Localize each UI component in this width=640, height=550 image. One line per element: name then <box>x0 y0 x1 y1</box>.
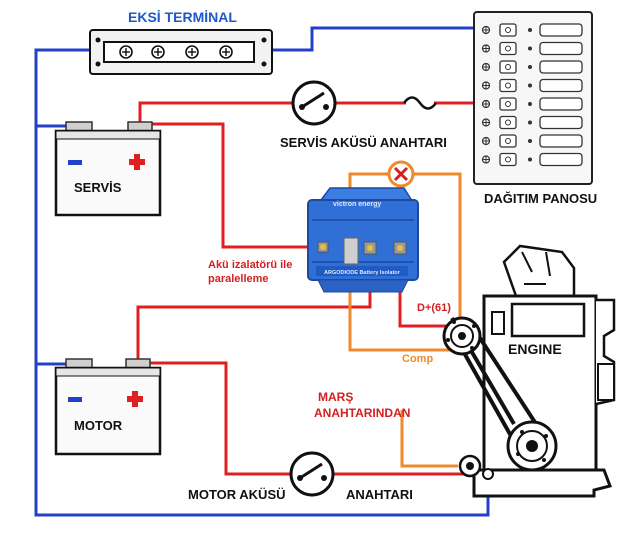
motor-switch-label: MOTOR AKÜSÜ <box>188 487 286 502</box>
breaker-row <box>481 115 583 130</box>
breaker-row <box>481 60 583 74</box>
fuse-icon <box>402 96 438 110</box>
comp-label: Comp <box>402 353 434 365</box>
engine-label: ENGINE <box>508 341 562 357</box>
label-slot <box>539 97 583 111</box>
indicator-led-icon <box>528 65 532 69</box>
service-battery-label: SERVİS <box>74 180 122 195</box>
service-battery <box>54 121 162 217</box>
label-slot <box>539 41 583 56</box>
isolator-note-line1: Akü izalatörü ile <box>208 259 293 271</box>
isolator-terminal-icon <box>317 237 407 265</box>
distribution-panel <box>473 11 593 185</box>
engine <box>442 244 616 498</box>
indicator-led-icon <box>528 120 532 125</box>
indicator-led-icon <box>528 102 532 106</box>
indicator-led-icon <box>528 157 532 162</box>
negative-terminal-bus <box>89 29 273 75</box>
x-mark-icon <box>387 160 415 188</box>
breaker-row <box>481 41 583 56</box>
indicator-led-icon <box>528 83 532 88</box>
label-slot <box>539 134 583 148</box>
indicator-led-icon <box>528 28 532 32</box>
distribution-panel-label: DAĞITIM PANOSU <box>484 191 598 206</box>
label-slot <box>539 152 583 167</box>
knife-switch-icon <box>291 80 337 126</box>
starter-icon <box>458 454 494 480</box>
breaker-row <box>481 97 583 111</box>
crank-pulley-icon <box>506 420 558 472</box>
isolator-brand-label: victron energy <box>333 201 382 208</box>
indicator-led-icon <box>528 139 532 143</box>
terminal-post-icon <box>119 45 233 59</box>
negative-terminal-label: EKSİ TERMİNAL <box>128 9 237 25</box>
breaker-rows <box>481 23 583 167</box>
label-slot <box>539 115 583 130</box>
alternator-terminal-label: D+(61) <box>417 302 451 314</box>
label-slot <box>539 23 583 37</box>
indicator-led-icon <box>528 46 532 51</box>
starter-note-line2: ANAHTARINDAN <box>314 406 411 420</box>
negative-wiring <box>34 26 490 517</box>
label-slot <box>539 60 583 74</box>
motor-battery-label: MOTOR <box>74 418 123 433</box>
breaker-row <box>481 23 583 37</box>
breaker-row <box>481 78 583 93</box>
positive-wiring <box>136 101 474 476</box>
motor-battery <box>54 358 162 456</box>
breaker-row <box>481 152 583 167</box>
alternator-pulley-icon <box>442 316 482 356</box>
label-slot <box>539 78 583 93</box>
motor-switch-label-2: ANAHTARI <box>346 487 413 502</box>
starter-note-line1: MARŞ <box>318 390 354 404</box>
plus-icon <box>127 391 143 407</box>
isolator-note-line2: paralelleme <box>208 273 269 285</box>
isolator-model-label: ARGODIODE Battery Isolator <box>324 270 400 276</box>
battery-isolator <box>307 187 419 293</box>
plus-icon <box>129 154 145 170</box>
breaker-row <box>481 134 583 148</box>
service-switch-label: SERVİS AKÜSÜ ANAHTARI <box>280 135 447 150</box>
knife-switch-icon <box>289 451 335 497</box>
